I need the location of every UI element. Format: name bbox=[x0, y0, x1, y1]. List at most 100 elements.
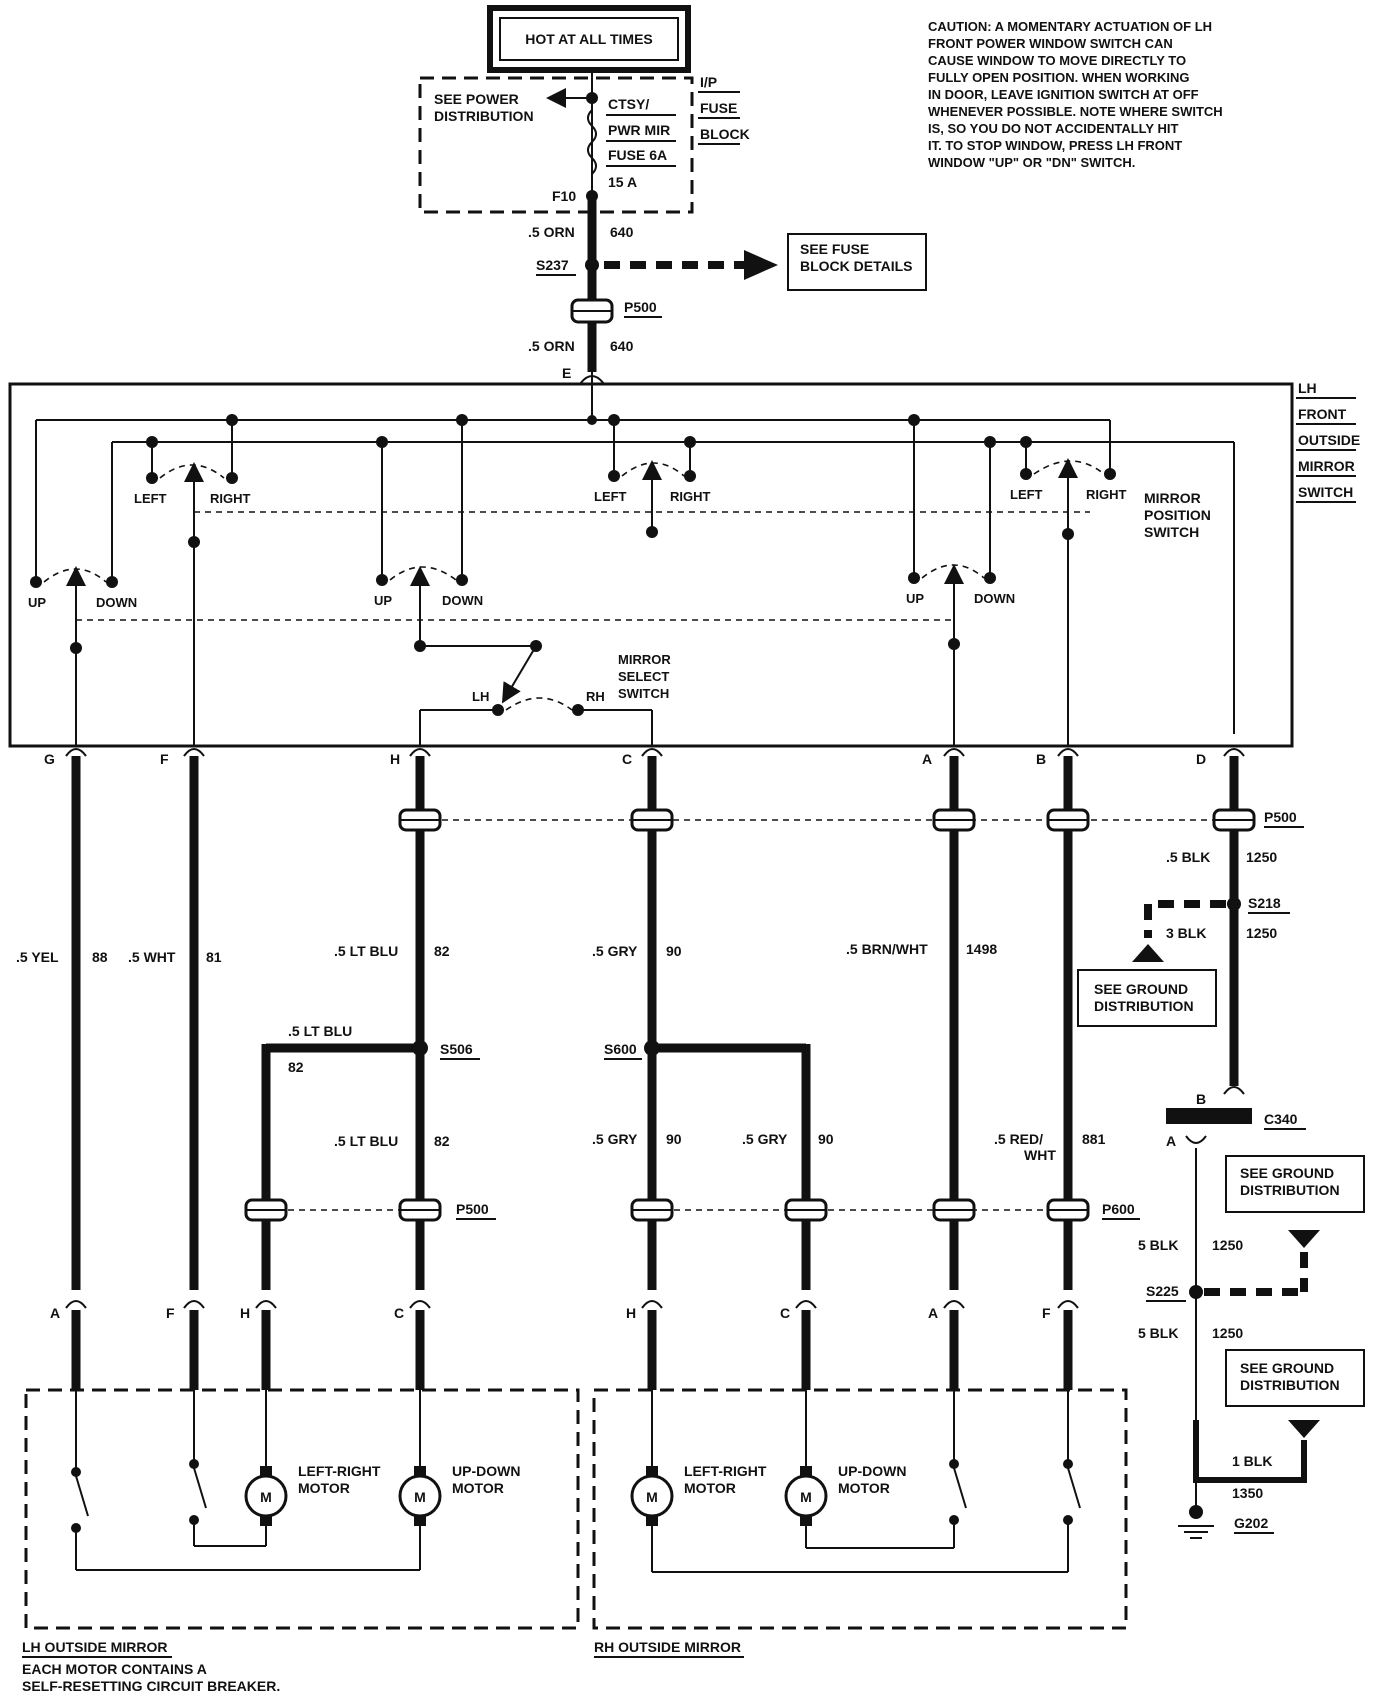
svg-text:DISTRIBUTION: DISTRIBUTION bbox=[434, 108, 534, 124]
svg-text:.5 LT BLU: .5 LT BLU bbox=[334, 1133, 398, 1149]
svg-text:.5 GRY: .5 GRY bbox=[742, 1131, 788, 1147]
svg-text:SELECT: SELECT bbox=[618, 669, 669, 684]
svg-text:P500: P500 bbox=[456, 1201, 489, 1217]
svg-text:LEFT: LEFT bbox=[594, 489, 627, 504]
ground-symbol-icon bbox=[1178, 1525, 1214, 1539]
svg-text:82: 82 bbox=[434, 1133, 450, 1149]
svg-text:P500: P500 bbox=[624, 299, 657, 315]
svg-text:POSITION: POSITION bbox=[1144, 507, 1211, 523]
svg-text:DOWN: DOWN bbox=[96, 595, 137, 610]
svg-text:DISTRIBUTION: DISTRIBUTION bbox=[1240, 1182, 1340, 1198]
fuse-icon bbox=[587, 109, 597, 175]
svg-text:881: 881 bbox=[1082, 1131, 1106, 1147]
svg-text:DISTRIBUTION: DISTRIBUTION bbox=[1240, 1377, 1340, 1393]
lh-left-right-motor-icon: M bbox=[244, 1390, 288, 1546]
svg-text:1250: 1250 bbox=[1246, 849, 1277, 865]
svg-text:90: 90 bbox=[666, 943, 682, 959]
svg-text:640: 640 bbox=[610, 338, 634, 354]
rh-left-right-motor-icon: M bbox=[630, 1390, 1068, 1573]
svg-text:.5 ORN: .5 ORN bbox=[528, 338, 575, 354]
svg-text:.5 GRY: .5 GRY bbox=[592, 943, 638, 959]
svg-text:BLOCK: BLOCK bbox=[700, 126, 750, 142]
svg-text:OUTSIDE: OUTSIDE bbox=[1298, 432, 1360, 448]
svg-text:640: 640 bbox=[610, 224, 634, 240]
svg-text:B: B bbox=[1196, 1091, 1206, 1107]
svg-text:1250: 1250 bbox=[1212, 1325, 1243, 1341]
svg-text:UP: UP bbox=[906, 591, 924, 606]
svg-text:RH: RH bbox=[586, 689, 605, 704]
svg-text:82: 82 bbox=[434, 943, 450, 959]
svg-text:RIGHT: RIGHT bbox=[1086, 487, 1127, 502]
svg-text:M: M bbox=[646, 1489, 658, 1505]
svg-text:M: M bbox=[414, 1489, 426, 1505]
svg-text:H: H bbox=[390, 751, 400, 767]
svg-text:.5 BLK: .5 BLK bbox=[1166, 849, 1210, 865]
svg-text:UP-DOWN: UP-DOWN bbox=[452, 1463, 520, 1479]
svg-text:IS, SO YOU DO NOT ACCIDENTALLY: IS, SO YOU DO NOT ACCIDENTALLY HIT bbox=[928, 121, 1178, 136]
svg-text:S506: S506 bbox=[440, 1041, 473, 1057]
lh-outside-mirror: M LEFT-RIGHT MOTOR M UP-DOWN MOTOR LH OU… bbox=[22, 1388, 580, 1694]
svg-text:F: F bbox=[166, 1305, 175, 1321]
svg-text:MIRROR: MIRROR bbox=[618, 652, 671, 667]
svg-text:M: M bbox=[260, 1489, 272, 1505]
svg-text:MOTOR: MOTOR bbox=[452, 1480, 504, 1496]
svg-text:H: H bbox=[626, 1305, 636, 1321]
harness-wires bbox=[71, 756, 1239, 1390]
svg-text:FRONT POWER WINDOW SWITCH CAN: FRONT POWER WINDOW SWITCH CAN bbox=[928, 36, 1173, 51]
svg-text:G202: G202 bbox=[1234, 1515, 1268, 1531]
svg-text:P600: P600 bbox=[1102, 1201, 1135, 1217]
svg-text:LH: LH bbox=[1298, 380, 1317, 396]
svg-text:G: G bbox=[44, 751, 55, 767]
svg-text:.5 LT BLU: .5 LT BLU bbox=[288, 1023, 352, 1039]
svg-text:SEE GROUND: SEE GROUND bbox=[1240, 1165, 1334, 1181]
svg-text:A: A bbox=[1166, 1133, 1176, 1149]
svg-text:90: 90 bbox=[666, 1131, 682, 1147]
svg-text:F: F bbox=[1042, 1305, 1051, 1321]
svg-text:S225: S225 bbox=[1146, 1283, 1179, 1299]
svg-text:M: M bbox=[800, 1489, 812, 1505]
svg-text:H: H bbox=[240, 1305, 250, 1321]
svg-text:UP-DOWN: UP-DOWN bbox=[838, 1463, 906, 1479]
wire-labels: .5 YEL 88 .5 WHT 81 .5 LT BLU 82 .5 GRY … bbox=[16, 849, 1277, 1163]
svg-text:RIGHT: RIGHT bbox=[210, 491, 251, 506]
svg-text:5 BLK: 5 BLK bbox=[1138, 1325, 1178, 1341]
svg-text:.5 BRN/WHT: .5 BRN/WHT bbox=[846, 941, 928, 957]
mirror-connector-pins: A F H C H C A F bbox=[50, 1300, 1079, 1321]
svg-text:.5 GRY: .5 GRY bbox=[592, 1131, 638, 1147]
svg-text:88: 88 bbox=[92, 949, 108, 965]
s225-splice-dot bbox=[1189, 1285, 1203, 1299]
svg-text:WINDOW "UP" OR "DN" SWITCH.: WINDOW "UP" OR "DN" SWITCH. bbox=[928, 155, 1135, 170]
p500-top-connector bbox=[570, 298, 614, 324]
svg-text:.5 YEL: .5 YEL bbox=[16, 949, 59, 965]
svg-text:S237: S237 bbox=[536, 257, 569, 273]
svg-text:MIRROR: MIRROR bbox=[1144, 490, 1201, 506]
switch-pins: G F H C A B D bbox=[44, 748, 1245, 767]
lh-up-down-motor-icon: M bbox=[398, 1390, 442, 1570]
ground-circuit: S218 3 BLK 1250 SEE GROUND DISTRIBUTION … bbox=[1077, 895, 1365, 1539]
caution-note: CAUTION: A MOMENTARY ACTUATION OF LH FRO… bbox=[928, 19, 1223, 170]
svg-text:SELF-RESETTING CIRCUIT BREAKER: SELF-RESETTING CIRCUIT BREAKER. bbox=[22, 1678, 280, 1694]
hot-label: HOT AT ALL TIMES bbox=[525, 31, 653, 47]
svg-text:F: F bbox=[160, 751, 169, 767]
svg-text:RH OUTSIDE MIRROR: RH OUTSIDE MIRROR bbox=[594, 1639, 741, 1655]
svg-text:UP: UP bbox=[374, 593, 392, 608]
svg-text:5 BLK: 5 BLK bbox=[1138, 1237, 1178, 1253]
svg-text:D: D bbox=[1196, 751, 1206, 767]
svg-text:1250: 1250 bbox=[1212, 1237, 1243, 1253]
svg-text:.5 ORN: .5 ORN bbox=[528, 224, 575, 240]
svg-text:A: A bbox=[50, 1305, 60, 1321]
svg-text:C340: C340 bbox=[1264, 1111, 1298, 1127]
svg-text:SWITCH: SWITCH bbox=[618, 686, 669, 701]
svg-text:LEFT-RIGHT: LEFT-RIGHT bbox=[684, 1463, 767, 1479]
svg-text:SEE POWER: SEE POWER bbox=[434, 91, 519, 107]
rh-up-down-motor-icon: M bbox=[784, 1390, 954, 1549]
svg-text:S218: S218 bbox=[1248, 895, 1281, 911]
svg-text:A: A bbox=[928, 1305, 938, 1321]
svg-text:PWR MIR: PWR MIR bbox=[608, 122, 670, 138]
svg-text:WHT: WHT bbox=[1024, 1147, 1056, 1163]
svg-text:82: 82 bbox=[288, 1059, 304, 1075]
svg-text:SWITCH: SWITCH bbox=[1144, 524, 1199, 540]
g202-ground-dot bbox=[1189, 1505, 1203, 1519]
svg-text:1 BLK: 1 BLK bbox=[1232, 1453, 1272, 1469]
svg-text:SEE GROUND: SEE GROUND bbox=[1240, 1360, 1334, 1376]
